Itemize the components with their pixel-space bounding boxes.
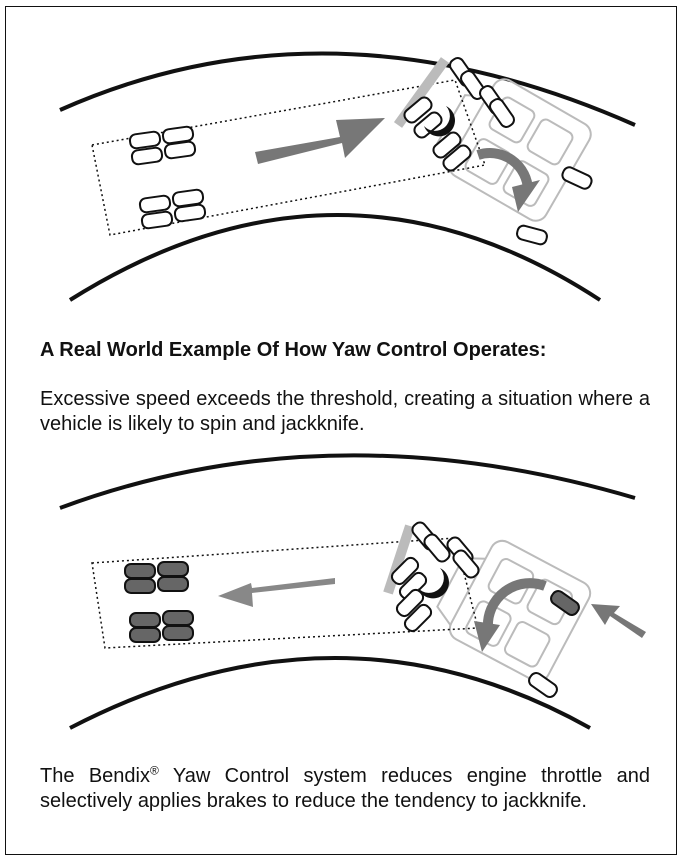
spin-rotation-arrow	[476, 148, 540, 212]
spin-diagram	[59, 51, 636, 302]
registered-mark: ®	[149, 763, 159, 778]
figure-frame	[5, 6, 677, 855]
braked-trailer-wheels	[124, 561, 194, 643]
spin-description: Excessive speed exceeds the threshold, c…	[40, 388, 650, 435]
yaw-control-diagram	[59, 453, 646, 730]
deceleration-arrow	[218, 578, 335, 607]
trailer-rear-wheels	[128, 124, 207, 231]
forward-motion-arrow	[255, 118, 385, 164]
braking-force-arrow	[591, 604, 646, 638]
trailer-outline	[91, 79, 486, 236]
yaw-control-description: The Bendix® Yaw Control system reduces e…	[40, 763, 650, 812]
fifth-wheel-bar-2	[383, 524, 415, 595]
road-outer-edge-2	[59, 453, 636, 510]
hitch-pin-2	[418, 568, 449, 599]
example-heading: A Real World Example Of How Yaw Control …	[40, 339, 547, 361]
road-inner-edge-2	[69, 656, 591, 730]
hitch-pin	[424, 106, 455, 137]
counter-rotation-arrow	[474, 578, 547, 652]
road-outer-edge	[59, 51, 636, 127]
road-inner-edge	[68, 213, 602, 302]
